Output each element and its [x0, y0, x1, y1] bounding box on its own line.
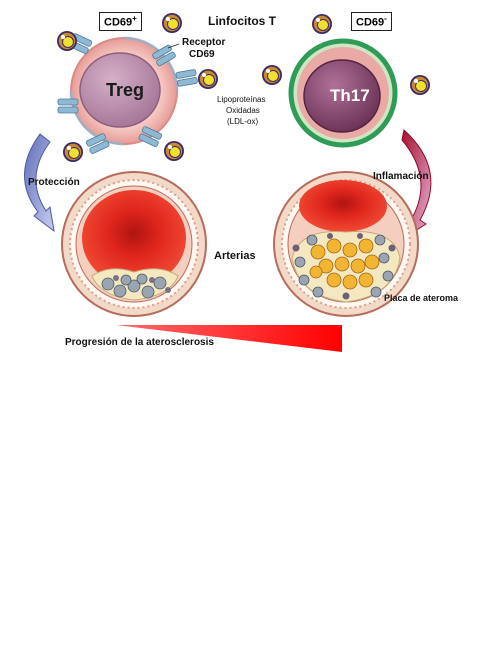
- cd69-negative-label: CD69: [356, 16, 385, 29]
- receptor-label-line2: CD69: [189, 49, 215, 60]
- progression-wedge: [116, 325, 342, 352]
- cd69-negative-badge: CD69-: [351, 12, 392, 31]
- lipo-label-line3: (LDL-ox): [227, 117, 259, 126]
- proteccion-label: Protección: [28, 177, 80, 188]
- treg-cell: [69, 36, 179, 146]
- protection-arrow: [24, 133, 55, 233]
- lipo-label-line1: Lipoproteínas: [217, 95, 266, 104]
- th17-label: Th17: [330, 86, 370, 105]
- arterias-label: Arterias: [214, 250, 256, 262]
- cd69-positive-label: CD69: [104, 16, 133, 29]
- lipo-label-line2: Oxidadas: [226, 106, 260, 115]
- placa-label: Placa de ateroma: [384, 293, 459, 303]
- receptor-label-line1: Receptor: [182, 37, 226, 48]
- artery-with-plaque: [273, 171, 419, 317]
- inflamacion-label: Inflamación: [373, 171, 429, 182]
- cd69-positive-badge: CD69+: [99, 12, 142, 31]
- linfocitos-title: Linfocitos T: [208, 14, 276, 28]
- cd69-positive-sup: +: [132, 14, 137, 23]
- progresion-label: Progresión de la aterosclerosis: [65, 337, 214, 348]
- th17-cell: [288, 38, 398, 148]
- artery-healthy: [61, 171, 207, 317]
- cd69-negative-sup: -: [384, 14, 387, 23]
- receptor-pointer-line: [167, 43, 180, 49]
- treg-label: Treg: [106, 80, 145, 100]
